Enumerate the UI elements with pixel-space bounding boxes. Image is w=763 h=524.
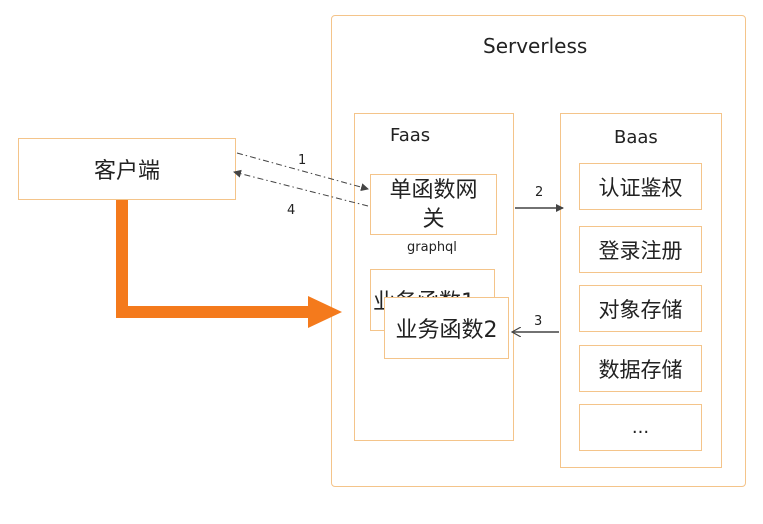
client-to-function-arrow xyxy=(116,200,312,318)
client-label: 客户端 xyxy=(93,159,160,184)
arrow-4-line xyxy=(233,169,369,207)
baas-item-label: 登录注册 xyxy=(598,238,683,263)
faas-title: Faas xyxy=(390,125,431,146)
baas-item-login: 登录注册 xyxy=(579,226,702,273)
func2-label: 业务函数2 xyxy=(395,318,498,343)
client-to-function-arrowhead xyxy=(308,296,342,328)
arrow-1-label: 1 xyxy=(298,153,306,168)
client-box: 客户端 xyxy=(18,138,236,200)
gateway-note: graphql xyxy=(407,240,457,255)
baas-item-label: 对象存储 xyxy=(598,297,683,322)
arrow-2-label: 2 xyxy=(535,185,543,200)
gateway-box: 单函数网关 xyxy=(370,174,497,235)
baas-item-label: ... xyxy=(631,417,650,438)
baas-item-data-storage: 数据存储 xyxy=(579,345,702,392)
arrow-1-line xyxy=(236,152,369,192)
arrow-3-label: 3 xyxy=(534,314,542,329)
baas-item-label: 数据存储 xyxy=(598,357,683,382)
baas-item-label: 认证鉴权 xyxy=(598,175,683,200)
baas-item-more: ... xyxy=(579,404,702,451)
baas-item-auth: 认证鉴权 xyxy=(579,163,702,210)
baas-title: Baas xyxy=(614,127,658,148)
func2-box: 业务函数2 xyxy=(384,297,509,359)
arrow-4-label: 4 xyxy=(287,203,295,218)
baas-item-object-storage: 对象存储 xyxy=(579,285,702,332)
serverless-title: Serverless xyxy=(483,34,588,58)
gateway-label: 单函数网关 xyxy=(389,177,478,232)
